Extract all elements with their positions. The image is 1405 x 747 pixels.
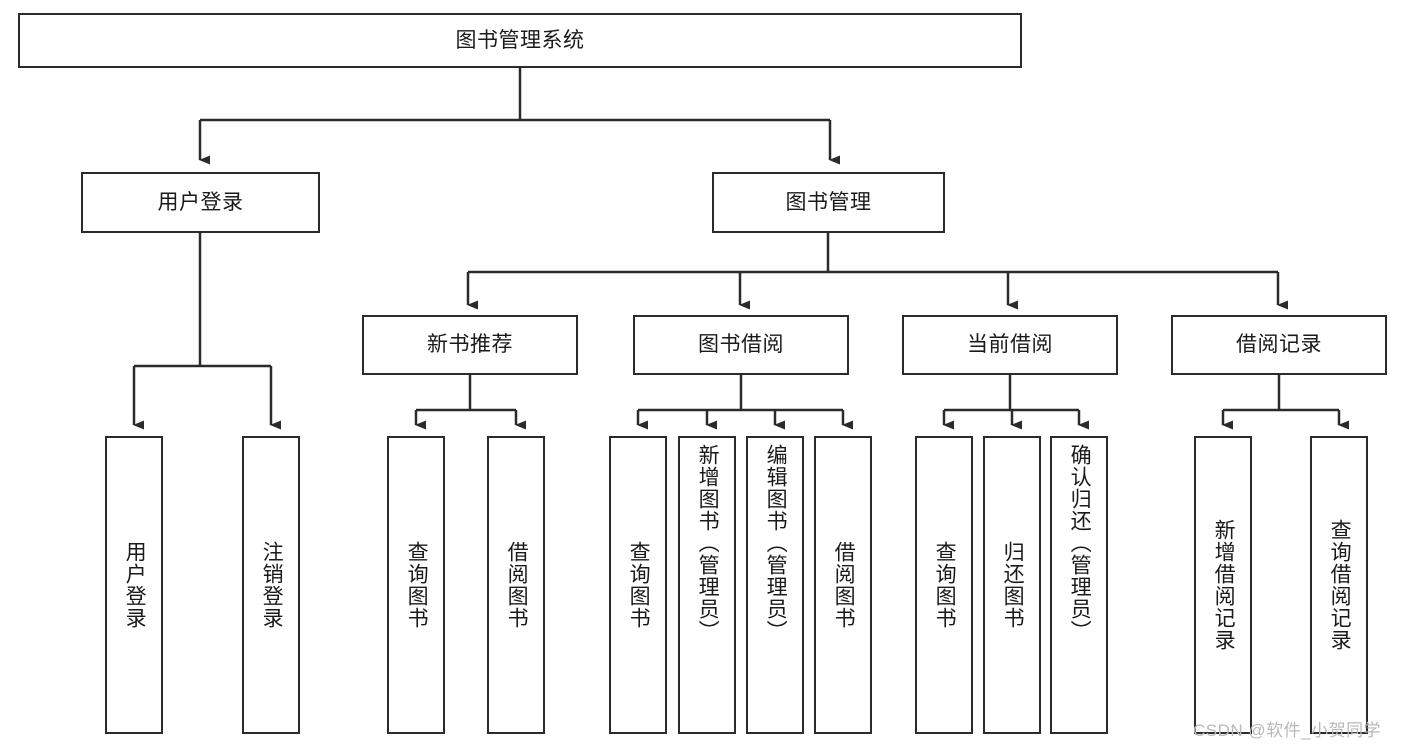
- edge-user-login-to-leaves: [132, 233, 281, 430]
- node-label: 图书借阅: [698, 333, 784, 357]
- leaf-borrow-book-recommend[interactable]: 借阅图书: [487, 436, 545, 734]
- node-label: 新增借阅记录: [1212, 519, 1236, 651]
- leaf-borrow-book-borrow[interactable]: 借阅图书: [814, 436, 872, 734]
- node-label: 当前借阅: [967, 333, 1053, 357]
- node-label: 查询图书: [933, 541, 957, 629]
- leaf-add-book-admin[interactable]: 新增图书（管理员）: [678, 436, 736, 734]
- node-borrow-record[interactable]: 借阅记录: [1171, 315, 1387, 375]
- leaf-user-login[interactable]: 用户登录: [105, 436, 163, 734]
- node-label: 借阅图书: [505, 541, 529, 629]
- edge-new-book-rec-to-leaves: [414, 375, 526, 430]
- edge-book-borrow-to-leaves: [636, 375, 853, 430]
- node-label: 确认归还（管理员）: [1068, 444, 1092, 642]
- node-label: 用户登录: [123, 541, 147, 629]
- edge-borrow-record-to-leaves: [1221, 375, 1349, 430]
- node-book-manage[interactable]: 图书管理: [712, 172, 945, 233]
- leaf-query-book-borrow[interactable]: 查询图书: [609, 436, 667, 734]
- node-new-book-recommendation[interactable]: 新书推荐: [362, 315, 578, 375]
- edge-root-to-level1: [198, 68, 840, 165]
- node-current-borrow[interactable]: 当前借阅: [902, 315, 1118, 375]
- node-label: 注销登录: [260, 541, 284, 629]
- node-book-borrow[interactable]: 图书借阅: [633, 315, 849, 375]
- node-label: 借阅记录: [1236, 333, 1322, 357]
- node-user-login[interactable]: 用户登录: [81, 172, 320, 233]
- node-root[interactable]: 图书管理系统: [18, 13, 1022, 68]
- node-label: 新书推荐: [427, 333, 513, 357]
- node-label: 图书管理系统: [455, 28, 585, 52]
- node-label: 借阅图书: [832, 541, 856, 629]
- node-label: 编辑图书（管理员）: [764, 444, 788, 642]
- leaf-edit-book-admin[interactable]: 编辑图书（管理员）: [746, 436, 804, 734]
- node-label: 查询图书: [627, 541, 651, 629]
- edge-book-manage-to-level2: [466, 233, 1288, 310]
- node-label: 新增图书（管理员）: [696, 444, 720, 642]
- node-label: 查询借阅记录: [1328, 519, 1352, 651]
- edge-current-borrow-to-leaves: [942, 375, 1089, 430]
- leaf-add-borrow-record[interactable]: 新增借阅记录: [1194, 436, 1252, 734]
- node-label: 归还图书: [1001, 541, 1025, 629]
- leaf-return-book[interactable]: 归还图书: [983, 436, 1041, 734]
- leaf-query-borrow-record[interactable]: 查询借阅记录: [1310, 436, 1368, 734]
- node-label: 图书管理: [785, 190, 872, 214]
- node-label: 查询图书: [405, 541, 429, 629]
- leaf-query-book-current[interactable]: 查询图书: [915, 436, 973, 734]
- leaf-logout[interactable]: 注销登录: [242, 436, 300, 734]
- node-label: 用户登录: [157, 190, 244, 214]
- leaf-query-book-recommend[interactable]: 查询图书: [387, 436, 445, 734]
- leaf-confirm-return-admin[interactable]: 确认归还（管理员）: [1050, 436, 1108, 734]
